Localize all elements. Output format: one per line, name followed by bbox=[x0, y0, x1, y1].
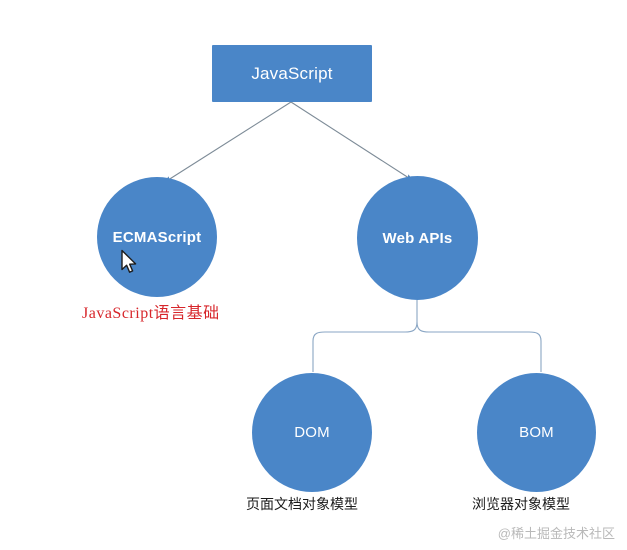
caption-ecmascript: JavaScript语言基础 bbox=[82, 305, 220, 322]
node-web-apis-label: Web APIs bbox=[382, 229, 453, 247]
node-ecmascript-label: ECMAScript bbox=[112, 228, 202, 246]
caption-bom: 浏览器对象模型 bbox=[472, 496, 570, 512]
node-bom[interactable]: BOM bbox=[477, 373, 596, 492]
edge-webapis-to-dom bbox=[312, 321, 418, 372]
node-ecmascript[interactable]: ECMAScript bbox=[97, 177, 217, 297]
node-dom[interactable]: DOM bbox=[252, 373, 372, 492]
node-web-apis[interactable]: Web APIs bbox=[357, 176, 478, 300]
edge-javascript-to-ecmascript bbox=[164, 101, 292, 183]
node-bom-label: BOM bbox=[519, 424, 554, 441]
watermark: @稀土掘金技术社区 bbox=[497, 526, 615, 541]
edge-javascript-to-webapis bbox=[290, 101, 413, 181]
edge-webapis-to-bom bbox=[416, 321, 542, 372]
node-javascript[interactable]: JavaScript bbox=[212, 45, 372, 102]
node-dom-label: DOM bbox=[294, 424, 330, 441]
caption-dom: 页面文档对象模型 bbox=[246, 496, 358, 512]
node-javascript-label: JavaScript bbox=[251, 63, 333, 83]
